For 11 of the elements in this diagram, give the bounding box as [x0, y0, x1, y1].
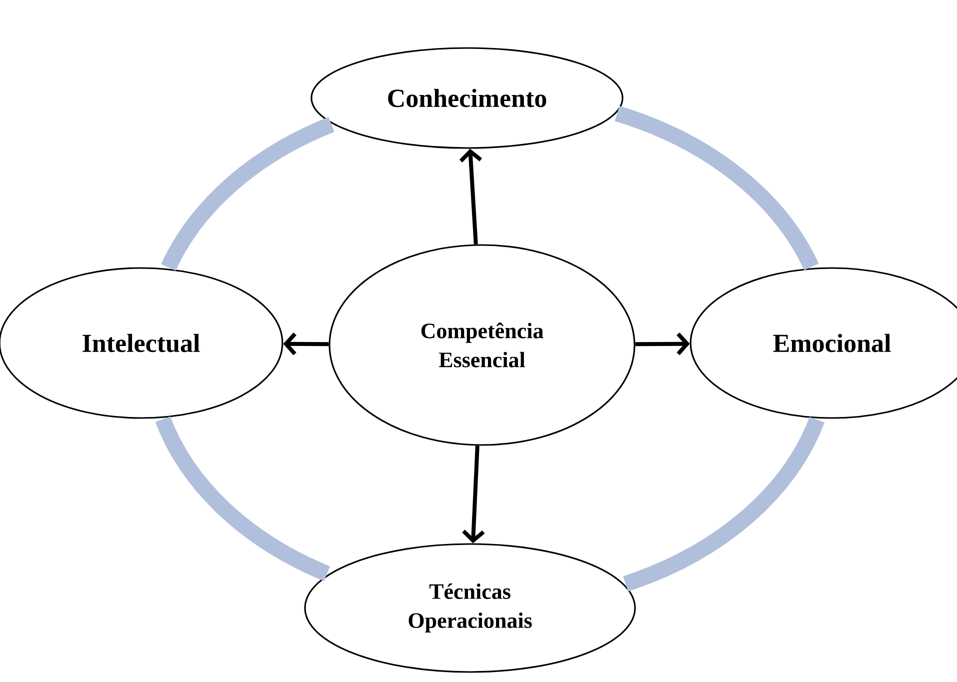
ring-arc: [155, 416, 330, 582]
ellipse-node: Competência Essencial: [328, 244, 636, 446]
ring-arc: [161, 117, 335, 271]
ring-arc: [622, 416, 824, 592]
arrow: [635, 332, 690, 356]
arrow: [459, 148, 482, 244]
ellipse-node: Técnicas Operacionais: [304, 543, 636, 673]
arrow: [283, 332, 329, 356]
arrow: [462, 446, 485, 544]
ellipse-node: Conhecimento: [310, 47, 624, 149]
ring-arc: [614, 106, 819, 271]
